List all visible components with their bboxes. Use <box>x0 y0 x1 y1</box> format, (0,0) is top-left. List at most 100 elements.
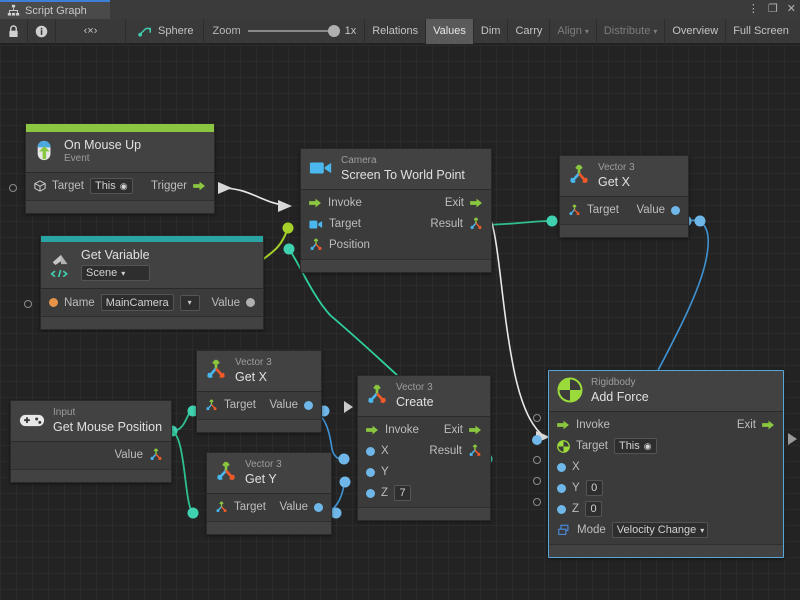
port-dot-value[interactable] <box>314 502 323 512</box>
port-row-z: Z 7 <box>358 483 490 504</box>
node-add-force[interactable]: Rigidbody Add Force Invoke Exit <box>548 370 797 558</box>
node-footer <box>41 316 263 330</box>
port-dot-value[interactable] <box>671 205 680 215</box>
gameobject-icon <box>34 180 46 193</box>
rigidbody-icon <box>557 377 583 403</box>
vector3-icon <box>470 217 482 230</box>
target-picker-icon: ◉ <box>119 180 128 191</box>
node-footer <box>358 506 490 520</box>
port-row-invoke: Invoke Exit <box>301 193 491 214</box>
toolbar-button-overview[interactable]: Overview <box>665 18 727 44</box>
vector3-icon <box>570 164 588 184</box>
info-button[interactable] <box>28 18 56 44</box>
node-get-mouse-position[interactable]: Input Get Mouse Position Value <box>10 400 172 483</box>
port-row-target: Target Result <box>301 214 491 235</box>
target-value-text: This <box>618 440 640 453</box>
toolbar-button-full-screen-label: Full Screen <box>733 25 789 37</box>
port-dot-value[interactable] <box>246 298 255 308</box>
port-label-target: Target <box>234 501 266 514</box>
vector3-icon <box>310 238 322 251</box>
external-port-indicator[interactable] <box>533 498 541 506</box>
port-label-x: X <box>572 461 580 474</box>
close-icon[interactable]: ✕ <box>786 3 796 15</box>
port-row-invoke: Invoke Exit <box>358 420 490 441</box>
port-label-invoke: Invoke <box>385 424 419 437</box>
tab-script-graph[interactable]: Script Graph <box>0 0 110 19</box>
port-dot-value[interactable] <box>304 400 313 410</box>
tab-label: Script Graph <box>25 4 87 17</box>
gamepad-icon <box>19 414 45 427</box>
external-port-indicator[interactable] <box>24 300 32 308</box>
vector3-icon <box>207 359 225 379</box>
toolbar-button-dim[interactable]: Dim <box>474 18 509 44</box>
zoom-value: 1x <box>344 25 357 37</box>
variable-name-dropdown[interactable]: ▾ <box>179 294 200 311</box>
port-label-invoke: Invoke <box>328 197 362 210</box>
external-port-indicator[interactable] <box>533 477 541 485</box>
port-row-x: X Result <box>358 441 490 462</box>
variable-name-input[interactable]: MainCamera <box>100 294 174 312</box>
variable-scope-dropdown[interactable]: Scene ▾ <box>81 265 150 282</box>
graph-icon <box>7 4 20 16</box>
window-menu-icon[interactable]: ⋮ <box>747 3 759 15</box>
node-on-mouse-up[interactable]: On Mouse Up Event Target This ◉ <box>9 123 215 214</box>
graph-object-field[interactable]: Sphere <box>126 18 205 44</box>
node-header: Vector 3 Get X <box>197 351 321 391</box>
port-dot-z[interactable] <box>366 488 375 498</box>
port-dot-x[interactable] <box>557 462 566 472</box>
target-value-field[interactable]: This ◉ <box>613 438 657 455</box>
external-port-indicator[interactable] <box>533 414 541 422</box>
external-port-indicator[interactable] <box>533 456 541 464</box>
port-row-y: Y <box>358 462 490 483</box>
force-mode-dropdown[interactable]: Velocity Change ▾ <box>611 522 709 539</box>
toolbar-button-full-screen[interactable]: Full Screen <box>726 19 796 44</box>
toolbar-button-values[interactable]: Values <box>426 18 474 44</box>
external-port-indicator-connected[interactable] <box>532 435 542 445</box>
port-dot-y[interactable] <box>366 467 375 477</box>
toolbar-button-distribute[interactable]: Distribute ▾ <box>597 18 666 44</box>
code-view-button[interactable]: ‹×› <box>56 18 126 44</box>
toolbar-button-align-label: Align <box>557 25 582 37</box>
camera-icon <box>309 220 323 229</box>
lock-button[interactable] <box>0 18 28 44</box>
target-value-field[interactable]: This ◉ <box>89 178 133 195</box>
node-vector3-get-x-top[interactable]: Vector 3 Get X Target Value <box>559 155 689 238</box>
zoom-slider[interactable] <box>247 25 340 37</box>
toolbar-button-distribute-label: Distribute <box>603 25 651 37</box>
external-flow-port[interactable] <box>788 433 800 445</box>
node-get-variable[interactable]: Get Variable Scene ▾ Name MainCamera <box>24 235 264 331</box>
node-body: Value <box>11 440 171 469</box>
toolbar: ‹×› Sphere Zoom 1x Relations Values Dim <box>0 18 800 44</box>
node-header: Vector 3 Get Y <box>207 453 331 493</box>
node-screen-to-world-point[interactable]: Camera Screen To World Point Invoke Exit <box>300 148 492 273</box>
z-value-input[interactable]: 7 <box>394 485 412 502</box>
node-header: Input Get Mouse Position <box>11 401 171 441</box>
zoom-control[interactable]: Zoom 1x <box>204 18 366 44</box>
port-row-target-value: Target Value <box>560 200 688 221</box>
port-dot-x[interactable] <box>366 446 375 456</box>
chevron-down-icon: ▾ <box>584 26 589 36</box>
z-value-input[interactable]: 0 <box>585 501 603 518</box>
zoom-slider-handle[interactable] <box>327 25 340 37</box>
toolbar-button-align[interactable]: Align ▾ <box>550 18 597 44</box>
external-port-indicator[interactable] <box>9 184 17 192</box>
node-title: Add Force <box>591 389 649 404</box>
maximize-icon[interactable]: ❐ <box>767 3 778 15</box>
port-dot-z[interactable] <box>557 504 566 514</box>
toolbar-button-relations[interactable]: Relations <box>365 18 427 44</box>
node-vector3-get-x-mid[interactable]: Vector 3 Get X Target Value <box>196 350 322 433</box>
node-vector3-create[interactable]: Vector 3 Create Invoke Exit <box>344 375 491 521</box>
y-value-input[interactable]: 0 <box>585 480 603 497</box>
port-row-invoke: Invoke Exit <box>549 415 783 436</box>
graph-canvas[interactable]: On Mouse Up Event Target This ◉ <box>0 45 800 600</box>
z-value-text: 0 <box>590 503 597 516</box>
toolbar-button-carry[interactable]: Carry <box>508 18 551 44</box>
flow-arrow-icon <box>193 182 205 191</box>
external-flow-port[interactable] <box>344 401 353 413</box>
node-vector3-get-y[interactable]: Vector 3 Get Y Target Value <box>206 452 332 535</box>
script-graph-icon <box>138 27 151 37</box>
node-footer <box>207 520 331 534</box>
port-dot-name[interactable] <box>49 298 58 308</box>
node-body: Target Value <box>207 492 331 521</box>
port-dot-y[interactable] <box>557 483 566 493</box>
